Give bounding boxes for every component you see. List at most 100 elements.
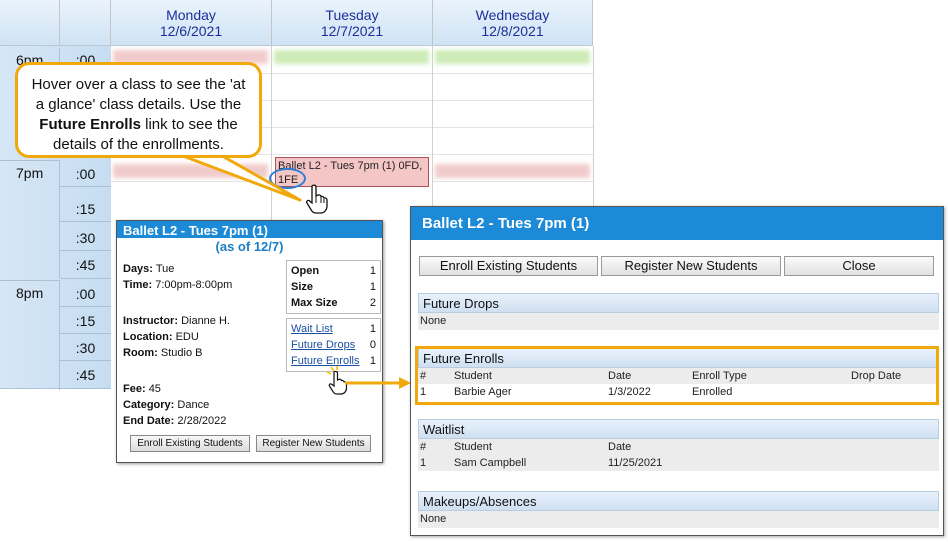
column-header: Drop Date bbox=[851, 370, 902, 382]
hour-label: 8pm bbox=[0, 280, 60, 390]
callout-bold: Future Enrolls bbox=[39, 116, 141, 133]
column-header: Student bbox=[454, 441, 492, 453]
hour-label: 7pm bbox=[0, 160, 60, 278]
wait-list-link[interactable]: Wait List bbox=[291, 323, 333, 335]
max-size-value: 2 bbox=[369, 297, 376, 309]
category-value: Dance bbox=[177, 399, 210, 411]
row-number: 1 bbox=[420, 386, 427, 398]
class-details-dialog: Ballet L2 - Tues 7pm (1) Enroll Existing… bbox=[410, 206, 944, 536]
section-title: Waitlist bbox=[418, 419, 939, 439]
day-column-tuesday[interactable] bbox=[272, 46, 433, 308]
category-label: Category: bbox=[123, 399, 175, 411]
wait-list-count: 1 bbox=[369, 323, 376, 335]
size-value: 1 bbox=[369, 281, 376, 293]
waitlist-date: 11/25/2021 bbox=[608, 457, 663, 469]
future-drops-link[interactable]: Future Drops bbox=[291, 339, 356, 351]
register-new-students-button[interactable]: Register New Students bbox=[256, 435, 371, 452]
blurred-class-entry[interactable] bbox=[435, 50, 590, 64]
instruction-callout: Hover over a class to see the 'at a glan… bbox=[15, 62, 262, 158]
enroll-type: Enrolled bbox=[692, 386, 733, 398]
location-label: Location: bbox=[123, 331, 173, 343]
callout-text-1: Hover over a class to see the 'at a glan… bbox=[31, 76, 246, 113]
column-header: # bbox=[420, 370, 427, 382]
corner-cell-2 bbox=[60, 0, 111, 46]
row-number: 1 bbox=[420, 457, 427, 469]
enroll-existing-students-button[interactable]: Enroll Existing Students bbox=[130, 435, 250, 452]
instructor-value: Dianne H. bbox=[181, 315, 230, 327]
end-date-label: End Date: bbox=[123, 415, 175, 427]
table-row[interactable]: 1 Sam Campbell 11/25/2021 bbox=[418, 455, 939, 471]
minute-label: :45 bbox=[60, 361, 111, 389]
minute-label: :00 bbox=[60, 280, 111, 307]
day-column-wednesday[interactable] bbox=[433, 46, 594, 308]
day-header-monday[interactable]: Monday 12/6/2021 bbox=[111, 0, 272, 46]
minute-label: :15 bbox=[60, 195, 111, 222]
open-value: 1 bbox=[369, 265, 376, 277]
future-enrolls-highlight bbox=[415, 346, 939, 405]
class-glance-popup: Ballet L2 - Tues 7pm (1) (as of 12/7) Da… bbox=[116, 220, 383, 463]
room-label: Room: bbox=[123, 347, 158, 359]
future-enrolls-highlight-circle bbox=[269, 168, 306, 189]
day-header-tuesday[interactable]: Tuesday 12/7/2021 bbox=[272, 0, 433, 46]
blurred-class-entry[interactable] bbox=[435, 164, 590, 178]
section-title: Future Drops bbox=[418, 293, 939, 313]
minute-label: :00 bbox=[60, 160, 111, 187]
column-header: Student bbox=[454, 370, 492, 382]
open-label: Open bbox=[291, 265, 320, 277]
day-header-wednesday[interactable]: Wednesday 12/8/2021 bbox=[433, 0, 593, 46]
callout-text-2: link to see the details of the enrollmen… bbox=[53, 116, 238, 153]
class-block-line1: Ballet L2 - Tues 7pm (1) 0FD, bbox=[278, 160, 423, 172]
enroll-date: 1/3/2022 bbox=[608, 386, 651, 398]
days-value: Tue bbox=[155, 263, 175, 275]
arrow-right-icon bbox=[345, 377, 411, 389]
time-value: 7:00pm-8:00pm bbox=[155, 279, 233, 291]
dialog-title: Ballet L2 - Tues 7pm (1) bbox=[411, 207, 943, 240]
column-header: Date bbox=[608, 370, 632, 382]
register-new-students-button[interactable]: Register New Students bbox=[601, 256, 781, 276]
day-date: 12/8/2021 bbox=[481, 23, 544, 39]
end-date-value: 2/28/2022 bbox=[177, 415, 227, 427]
future-drops-count: 0 bbox=[369, 339, 376, 351]
future-enrolls-link[interactable]: Future Enrolls bbox=[291, 355, 360, 367]
fee-label: Fee: bbox=[123, 383, 146, 395]
room-value: Studio B bbox=[160, 347, 203, 359]
section-title: Makeups/Absences bbox=[418, 491, 939, 511]
instructor-label: Instructor: bbox=[123, 315, 178, 327]
minute-label: :30 bbox=[60, 224, 111, 251]
hand-pointer-icon bbox=[306, 184, 328, 214]
day-name: Tuesday bbox=[325, 7, 379, 23]
table-header-row: # Student Date Enroll Type Drop Date bbox=[418, 368, 939, 384]
waitlist-section: Waitlist # Student Date 1 Sam Campbell 1… bbox=[418, 419, 939, 471]
corner-cell bbox=[0, 0, 60, 46]
close-button[interactable]: Close bbox=[784, 256, 934, 276]
column-header: Date bbox=[608, 441, 632, 453]
location-value: EDU bbox=[175, 331, 199, 343]
blurred-class-entry[interactable] bbox=[274, 50, 429, 64]
popup-details: Days: Tue Time: 7:00pm-8:00pm Instructor… bbox=[123, 261, 232, 429]
student-name: Sam Campbell bbox=[454, 457, 527, 469]
future-enrolls-section: Future Enrolls # Student Date Enroll Typ… bbox=[418, 348, 939, 400]
day-name: Monday bbox=[166, 7, 216, 23]
day-name: Wednesday bbox=[475, 7, 550, 23]
makeups-absences-section: Makeups/Absences None bbox=[418, 491, 939, 528]
table-row[interactable]: 1 Barbie Ager 1/3/2022 Enrolled bbox=[418, 384, 939, 400]
future-drops-section: Future Drops None bbox=[418, 293, 939, 330]
days-label: Days: bbox=[123, 263, 153, 275]
minute-label: :45 bbox=[60, 251, 111, 279]
student-name: Barbie Ager bbox=[454, 386, 512, 398]
minute-label: :15 bbox=[60, 307, 111, 334]
popup-as-of: (as of 12/7) bbox=[215, 239, 284, 254]
empty-text: None bbox=[418, 511, 939, 528]
empty-text: None bbox=[418, 313, 939, 330]
fee-value: 45 bbox=[148, 383, 161, 395]
day-date: 12/7/2021 bbox=[320, 23, 384, 39]
minute-label: :30 bbox=[60, 334, 111, 361]
enroll-existing-students-button[interactable]: Enroll Existing Students bbox=[419, 256, 598, 276]
blurred-class-entry[interactable] bbox=[113, 50, 268, 64]
day-date: 12/6/2021 bbox=[159, 23, 223, 39]
popup-title: Ballet L2 - Tues 7pm (1) bbox=[117, 221, 382, 238]
column-header: Enroll Type bbox=[692, 370, 747, 382]
max-size-label: Max Size bbox=[291, 297, 338, 309]
